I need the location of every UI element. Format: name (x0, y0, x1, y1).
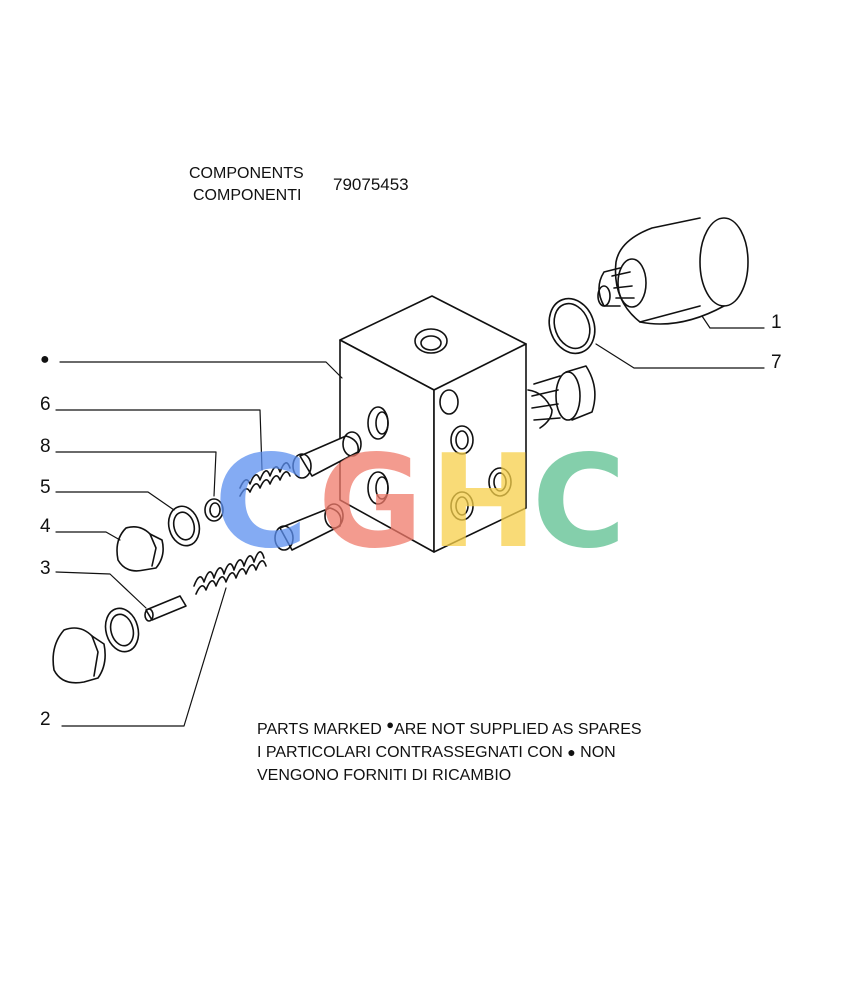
title-it: COMPONENTI (193, 187, 302, 204)
cghc-watermark-logo: C G H C (214, 440, 626, 560)
lower-washer (104, 607, 140, 653)
part-7-seal-ring (548, 297, 596, 355)
note-line-3: VENGONO FORNITI DI RICAMBIO (257, 767, 512, 784)
note-line2-prefix: I PARTICOLARI CONTRASSEGNATI CON (257, 744, 568, 761)
part-3-pin (144, 595, 187, 622)
callout-7: 7 (771, 352, 782, 373)
part-1-cartridge (597, 217, 749, 325)
leader-lines (55, 315, 765, 727)
callout-6: 6 (40, 394, 51, 415)
watermark-letter-g: G (318, 440, 423, 560)
note-line-1: PARTS MARKED ●ARE NOT SUPPLIED AS SPARES (257, 717, 642, 739)
note-line1-prefix: PARTS MARKED (257, 721, 387, 738)
callout-3: 3 (40, 558, 51, 579)
callout-8: 8 (40, 436, 51, 457)
upper-spool (292, 431, 362, 479)
part-5-washer (167, 505, 201, 547)
callout-1: 1 (771, 312, 782, 333)
watermark-letter-c1: C (214, 440, 308, 560)
part-6-upper-spring (239, 462, 291, 497)
note-line-2: I PARTICOLARI CONTRASSEGNATI CON ● NON (257, 744, 616, 762)
lower-plug (52, 627, 106, 684)
callout-bullet: ● (40, 351, 50, 368)
valve-block (339, 295, 527, 553)
note-bullet-2: ● (567, 744, 576, 760)
lower-spool (274, 503, 344, 551)
watermark-letter-c2: C (532, 440, 626, 560)
note-line2-suffix: NON (575, 744, 616, 761)
callout-4: 4 (40, 516, 51, 537)
watermark-letter-h: H (430, 440, 537, 560)
part-8-o-ring (204, 498, 224, 522)
callout-2: 2 (40, 709, 51, 730)
callout-5: 5 (40, 477, 51, 498)
note-line1-suffix: ARE NOT SUPPLIED AS SPARES (394, 721, 642, 738)
threaded-fitting (527, 365, 596, 429)
part-number: 79075453 (333, 175, 409, 194)
title-en: COMPONENTS (189, 165, 304, 182)
note-bullet-1: ● (386, 717, 395, 732)
lower-spring (193, 551, 267, 595)
part-4-upper-plug (116, 526, 164, 572)
